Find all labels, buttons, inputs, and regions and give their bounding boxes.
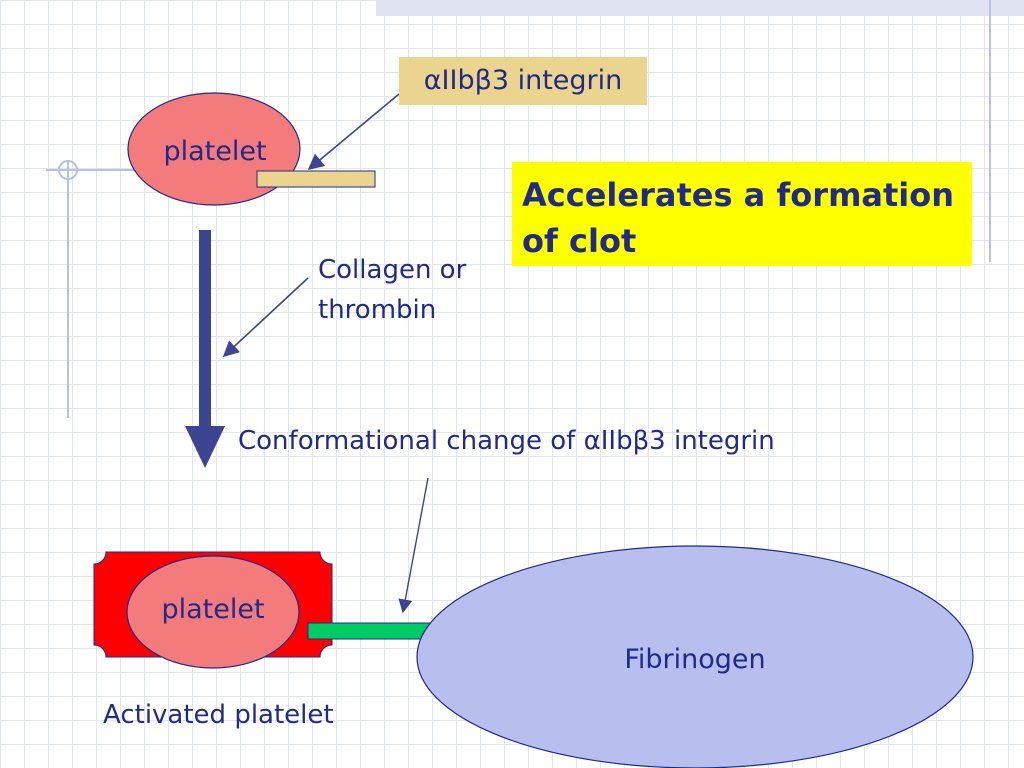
integrin-pointer-arrow xyxy=(307,93,400,171)
platelet-top-label: platelet xyxy=(163,136,267,167)
top-band-decoration xyxy=(376,0,1024,16)
crosshair-decoration xyxy=(58,160,78,180)
platelet-bottom-label: platelet xyxy=(161,594,265,625)
integrin-bar-active xyxy=(307,622,431,640)
main-flow-arrow-shaft xyxy=(199,230,211,430)
conformational-change-label: Conformational change of αIIbβ3 integrin xyxy=(238,426,775,456)
fibrinogen-label: Fibrinogen xyxy=(624,644,766,675)
agonist-label: Collagen or thrombin xyxy=(318,255,467,325)
integrin-bar-inactive xyxy=(256,170,376,188)
callout-box: Accelerates a formation of clot xyxy=(512,162,972,266)
integrin-label: αIIbβ3 integrin xyxy=(399,57,647,105)
agonist-pointer-arrow xyxy=(222,277,309,358)
fibrinogen-node xyxy=(416,545,974,768)
activated-platelet-label: Activated platelet xyxy=(103,700,334,730)
main-flow-arrow-head xyxy=(185,426,225,468)
platelet-bottom-node xyxy=(126,555,300,669)
conformational-pointer-arrow xyxy=(398,477,429,614)
